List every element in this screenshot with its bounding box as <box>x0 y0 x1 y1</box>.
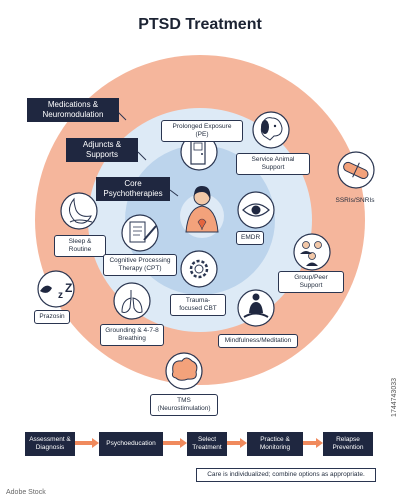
footnote: Care is individualized; combine options … <box>196 468 376 482</box>
ring-label-adjuncts: Adjuncts & Supports <box>66 138 138 162</box>
emdr-eye-icon <box>237 191 275 229</box>
meditation-icon <box>237 289 275 327</box>
label-emdr: EMDR <box>236 231 264 245</box>
pointer-line-outer <box>117 111 127 121</box>
flow-step-select-treatment: Select Treatment <box>187 432 227 456</box>
watermark-brand: Adobe Stock <box>6 489 46 496</box>
label-prazosin: Prazosin <box>34 310 70 324</box>
lungs-icon <box>113 282 151 320</box>
label-mindfulness: Mindfulness/Meditation <box>218 334 298 348</box>
prazosin-moon-icon <box>37 270 75 308</box>
label-tf-cbt: Trauma-focused CBT <box>170 294 226 316</box>
zzz-text-2: Z <box>65 281 72 295</box>
pointer-line-inner <box>169 189 179 197</box>
group-icon <box>293 233 331 271</box>
label-tms: TMS (Neurostimulation) <box>150 394 218 416</box>
service-animal-icon <box>252 111 290 149</box>
label-sleep: Sleep & Routine <box>54 235 106 257</box>
sleep-icon <box>60 192 98 230</box>
tf-cbt-gear-icon <box>180 250 218 288</box>
pointer-line-middle <box>137 151 147 161</box>
flow-step-assessment: Assessment & Diagnosis <box>25 432 75 456</box>
label-group: Group/Peer Support <box>278 271 344 293</box>
zzz-text: z <box>58 290 63 301</box>
cpt-notepad-icon <box>121 214 159 252</box>
label-prolonged-exposure: Prolonged Exposure (PE) <box>161 120 243 142</box>
watermark-id: 1744743033 <box>391 378 398 417</box>
brain-icon <box>165 352 203 390</box>
flow-step-practice: Practice & Monitoring <box>247 432 303 456</box>
label-ssris: SSRIs/SNRIs <box>335 197 375 204</box>
flow-step-psychoeducation: Psychoeducation <box>99 432 163 456</box>
ring-label-core: Core Psychotherapies <box>96 177 170 201</box>
label-cpt: Cognitive Processing Therapy (CPT) <box>103 254 177 276</box>
flow-step-relapse: Relapse Prevention <box>323 432 373 456</box>
prolonged-exposure-icon <box>180 133 218 171</box>
ring-label-medications: Medications & Neuromodulation <box>27 98 119 122</box>
pill-icon <box>337 151 375 189</box>
center-person-icon <box>180 186 224 238</box>
label-service-animal: Service Animal Support <box>236 153 310 175</box>
page-title: PTSD Treatment <box>138 16 262 33</box>
label-grounding: Grounding & 4-7-8 Breathing <box>100 324 164 346</box>
